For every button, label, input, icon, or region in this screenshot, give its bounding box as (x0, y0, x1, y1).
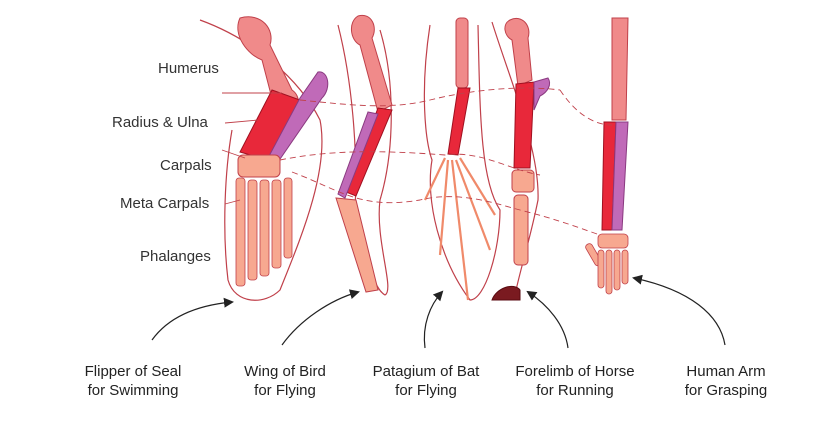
human-hand (585, 233, 629, 295)
horse-ulna (533, 77, 551, 111)
caption-horse-line2: for Running (536, 382, 614, 399)
caption-bird-line2: for Flying (254, 382, 316, 399)
seal-carpals (237, 154, 281, 178)
arrow-human (632, 274, 726, 346)
horse-radius (513, 81, 535, 169)
arrow-bat (423, 290, 444, 349)
caption-human: Human Arm for Grasping (651, 362, 801, 400)
label-leaders (221, 92, 282, 205)
caption-seal-line2: for Swimming (87, 382, 179, 399)
bat-wing (423, 17, 501, 301)
label-humerus: Humerus (158, 60, 219, 77)
arrow-bird (281, 289, 360, 346)
bat-fingers (424, 157, 496, 301)
label-radius-ulna: Radius & Ulna (112, 114, 208, 131)
bat-humerus (455, 17, 469, 89)
horse-carpals (511, 169, 535, 193)
seal-digits (235, 177, 293, 287)
caption-horse-line1: Forelimb of Horse (515, 363, 635, 380)
seal-ulna (267, 71, 329, 163)
horse-cannon (513, 194, 529, 266)
label-phalanges: Phalanges (140, 248, 211, 265)
homology-connectors (279, 87, 613, 236)
label-carpals: Carpals (160, 157, 212, 174)
pointer-arrows (151, 274, 726, 349)
caption-human-line2: for Grasping (684, 382, 768, 399)
caption-bird: Wing of Bird for Flying (210, 362, 360, 400)
caption-horse: Forelimb of Horse for Running (500, 362, 650, 400)
arrow-horse (526, 290, 569, 349)
caption-bird-line1: Wing of Bird (244, 363, 326, 380)
caption-bat: Patagium of Bat for Flying (351, 362, 501, 400)
horse-humerus (504, 18, 533, 87)
caption-bat-line1: Patagium of Bat (372, 363, 480, 380)
bird-ulna (337, 111, 379, 199)
human-arm (585, 17, 629, 295)
seal-flipper (199, 16, 329, 301)
caption-bat-line2: for Flying (395, 382, 457, 399)
human-humerus (611, 17, 629, 121)
arrow-seal (151, 297, 234, 341)
caption-seal-line1: Flipper of Seal (84, 363, 182, 380)
bird-wing (335, 14, 393, 296)
caption-human-line1: Human Arm (686, 363, 766, 380)
label-meta-carpals: Meta Carpals (120, 195, 210, 212)
bird-hand (335, 197, 379, 293)
horse-hoof (491, 285, 521, 301)
bird-humerus (351, 14, 393, 113)
caption-seal: Flipper of Seal for Swimming (58, 362, 208, 400)
horse-forelimb (491, 18, 551, 301)
human-ulna (611, 121, 629, 231)
bat-radius (447, 87, 471, 156)
